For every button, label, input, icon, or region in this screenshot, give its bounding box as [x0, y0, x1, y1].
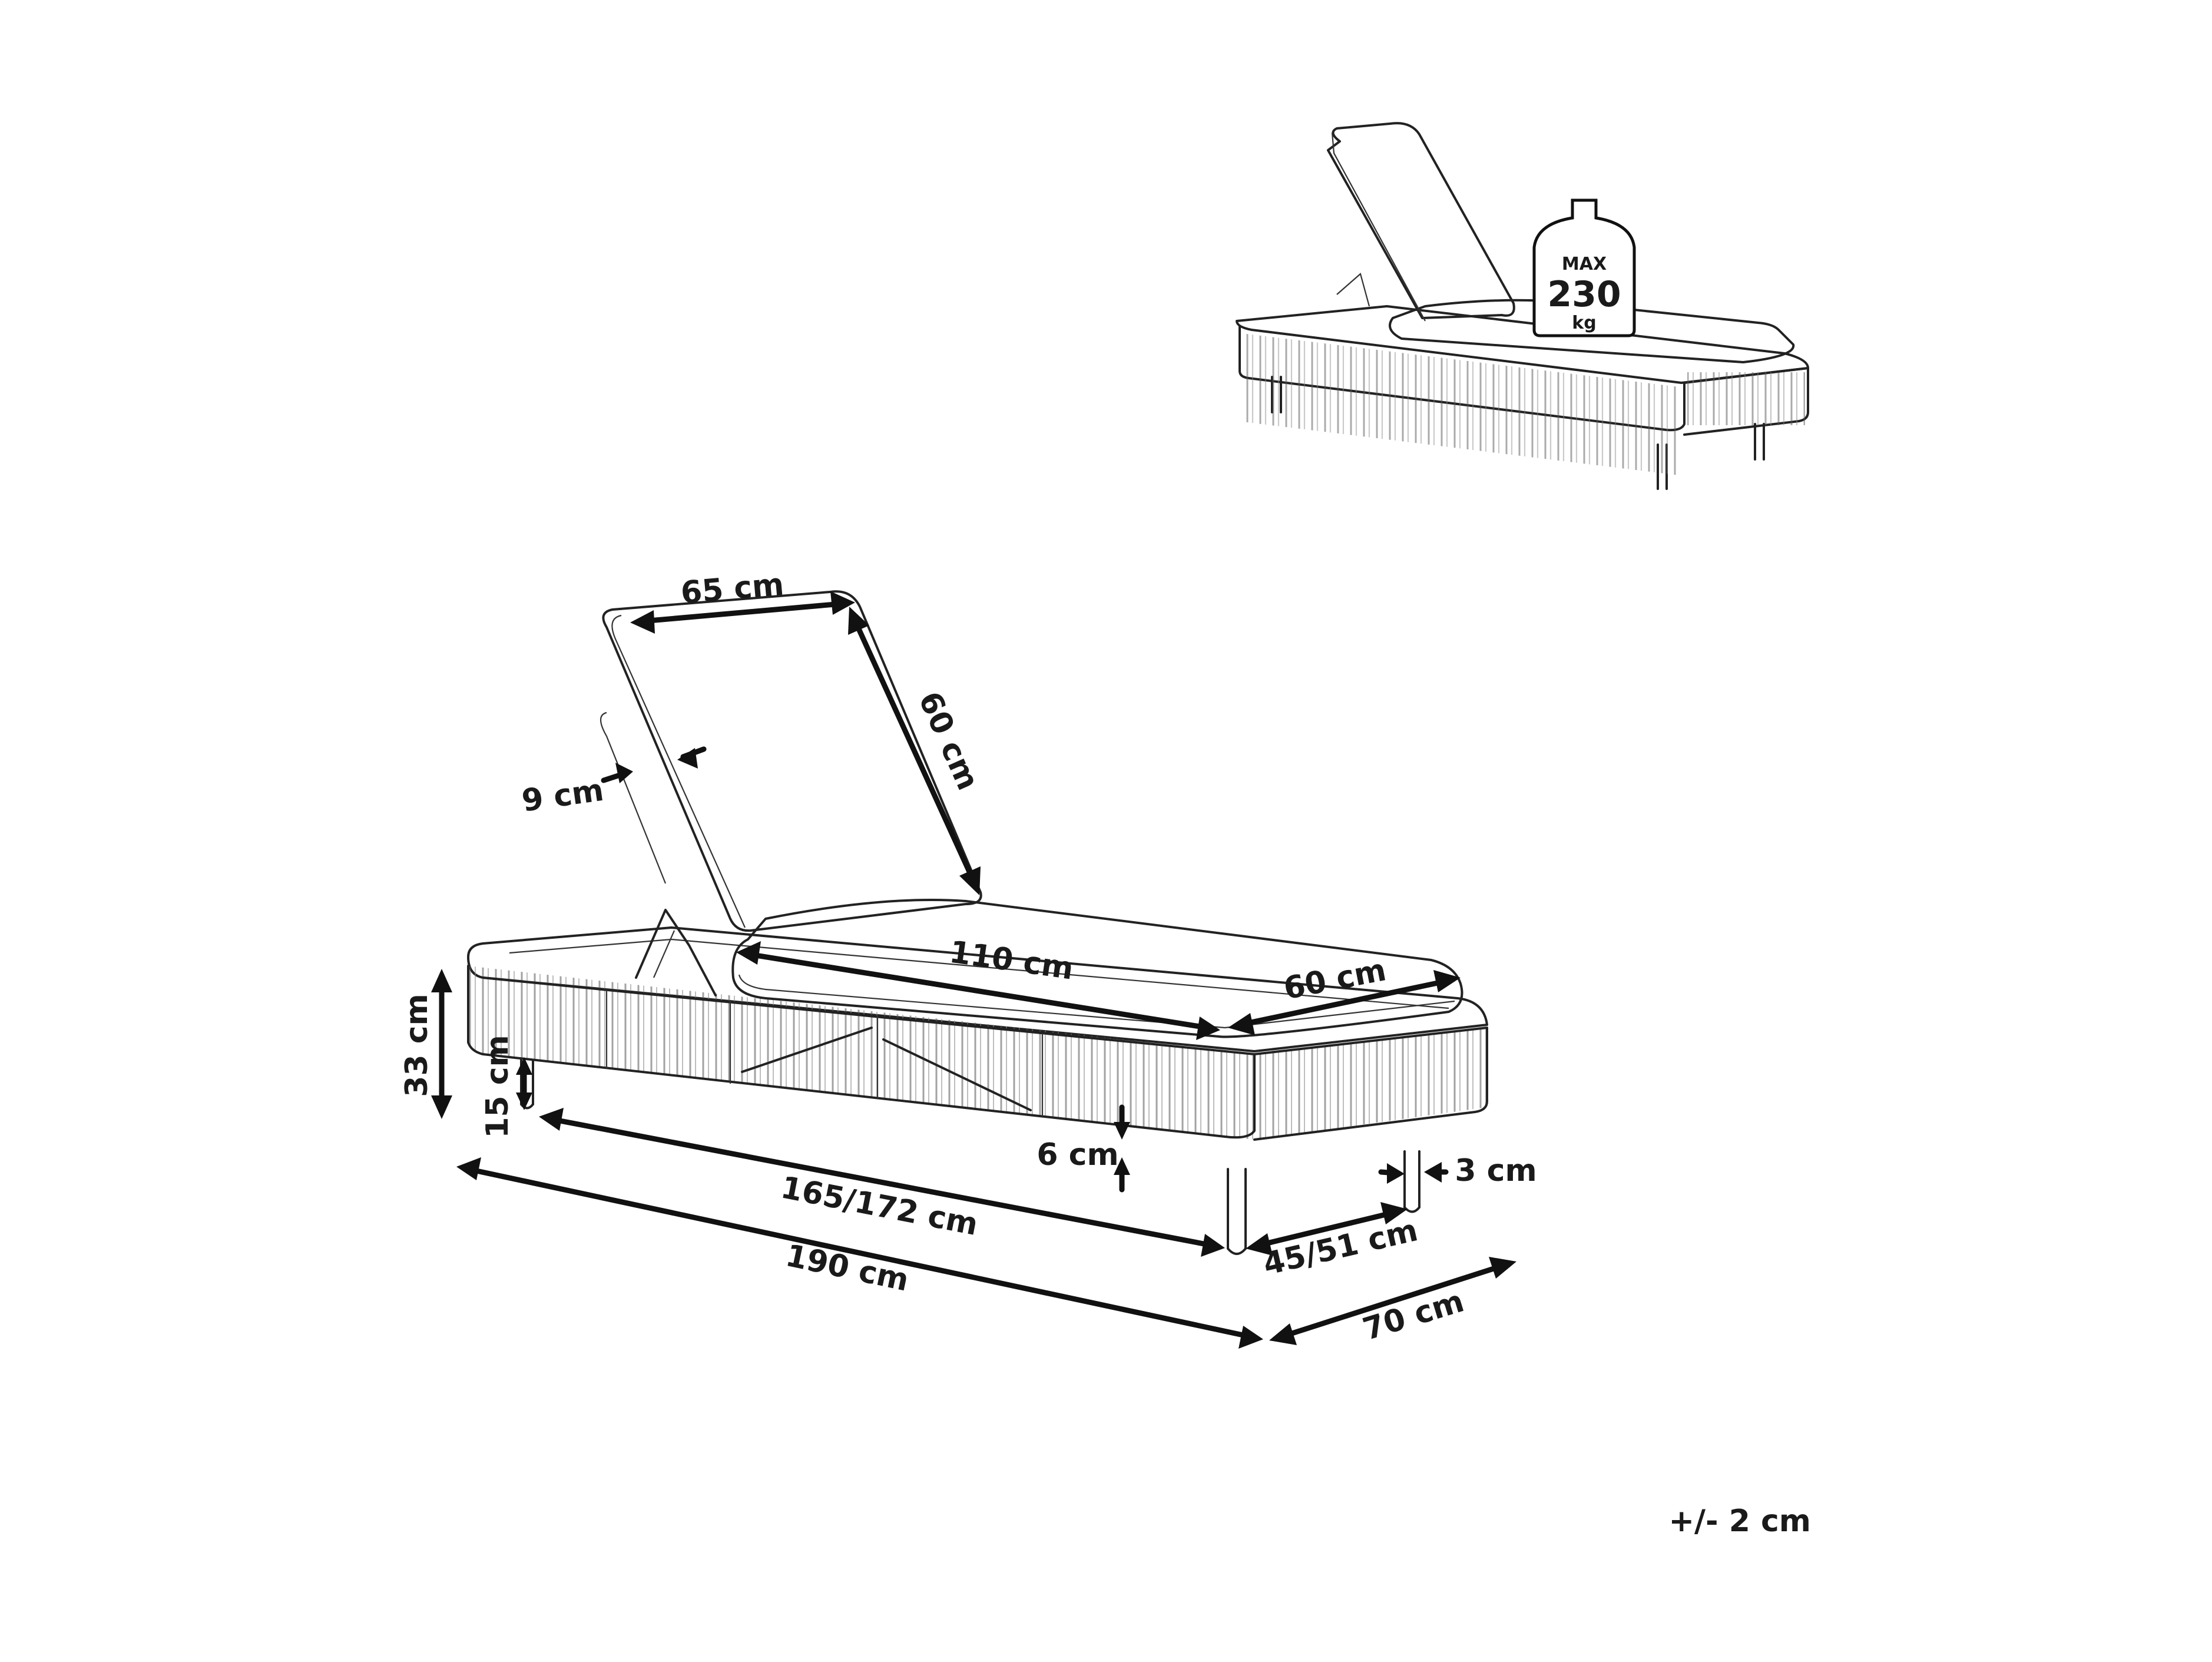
thumbnail-lounger: [1236, 122, 1809, 490]
label-total-height: 33 cm: [399, 994, 435, 1097]
label-leg-width: 3 cm: [1455, 1153, 1537, 1188]
label-frame-gap: 6 cm: [1037, 1137, 1118, 1173]
label-total-length: 190 cm: [783, 1238, 912, 1299]
max-load-badge: MAX 230 kg: [1532, 198, 1636, 337]
label-backrest-width: 65 cm: [679, 567, 785, 611]
label-backrest-length: 60 cm: [911, 687, 985, 796]
label-seat-length: 110 cm: [947, 935, 1075, 987]
max-load-label: MAX: [1562, 254, 1607, 274]
label-cushion-thickness: 9 cm: [519, 773, 605, 819]
dimension-arrows: [431, 591, 1516, 1349]
max-load-value: 230: [1547, 274, 1621, 315]
tolerance-note: +/- 2 cm: [1668, 1504, 1811, 1539]
label-leg-height: 15 cm: [480, 1035, 515, 1138]
main-lounger: [467, 590, 1488, 1255]
max-load-unit: kg: [1572, 313, 1596, 333]
